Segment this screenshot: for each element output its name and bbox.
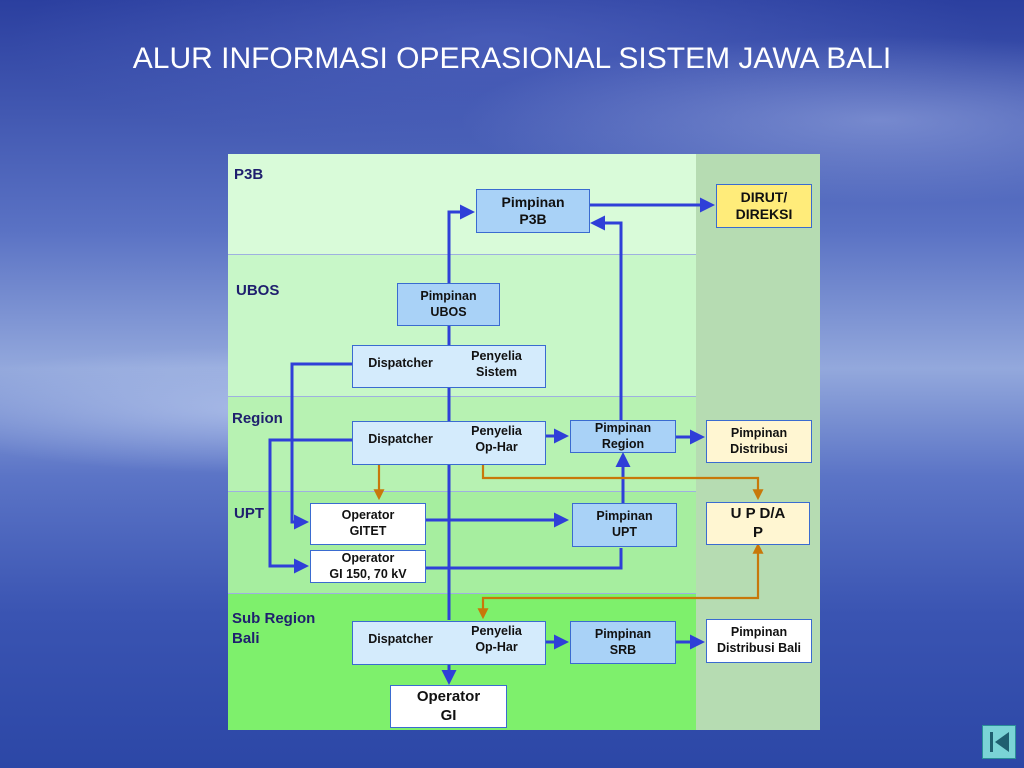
- band-divider: [228, 491, 696, 492]
- band-label-region: Region: [232, 410, 283, 427]
- penyelia-ophar-sub-label: Penyelia Op-Har: [471, 624, 522, 654]
- first-slide-button[interactable]: [982, 725, 1016, 759]
- operator-gitet-box: Operator GITET: [310, 503, 426, 545]
- dispatcher-region-box: Dispatcher Penyelia Op-Har: [352, 421, 546, 465]
- upd-box: U P D/A P: [706, 502, 810, 545]
- dispatcher-sub-label: Dispatcher: [368, 632, 433, 647]
- pimpinan-p3b-box: Pimpinan P3B: [476, 189, 590, 233]
- band-label-p3b: P3B: [234, 166, 264, 183]
- dispatcher-sub-region-box: Dispatcher Penyelia Op-Har: [352, 621, 546, 665]
- pimpinan-ubos-box: Pimpinan UBOS: [397, 283, 500, 326]
- dispatcher-ubos-label: Dispatcher: [368, 355, 433, 370]
- penyelia-sistem-label: Penyelia Sistem: [471, 348, 522, 379]
- dirut-box: DIRUT/ DIREKSI: [716, 184, 812, 228]
- operator-gi-box: Operator GI: [390, 685, 507, 728]
- orange-arrow-upd-to-sub: [477, 542, 764, 620]
- pimpinan-region-box: Pimpinan Region: [570, 420, 676, 453]
- pimpinan-distribusi-bali-box: Pimpinan Distribusi Bali: [706, 619, 812, 663]
- arrow-to-pimpinan-p3b: [447, 204, 475, 620]
- penyelia-ophar-region-label: Penyelia Op-Har: [471, 424, 522, 454]
- arrow-dispatcher-to-gi150: [268, 438, 352, 574]
- slide-title: ALUR INFORMASI OPERASIONAL SISTEM JAWA B…: [132, 42, 892, 75]
- orange-arrow-to-upd: [481, 465, 764, 501]
- arrow-gi150-to-upt: [426, 548, 623, 570]
- pimpinan-upt-box: Pimpinan UPT: [572, 503, 677, 547]
- band-label-sub-region: Sub Region Bali: [232, 610, 316, 648]
- band-divider: [228, 254, 696, 255]
- arrow-region-to-p3b: [590, 215, 623, 420]
- pimpinan-srb-box: Pimpinan SRB: [570, 621, 676, 664]
- dispatcher-ubos-box: Dispatcher Penyelia Sistem: [352, 345, 546, 388]
- band-label-upt: UPT: [234, 505, 264, 522]
- operator-gi150-box: Operator GI 150, 70 kV: [310, 550, 426, 583]
- arrow-dispatcher-to-gitet: [290, 362, 352, 530]
- band-divider: [228, 593, 696, 594]
- pimpinan-distribusi-box: Pimpinan Distribusi: [706, 420, 812, 463]
- first-slide-icon: [990, 732, 1009, 752]
- band-label-ubos: UBOS: [236, 282, 280, 299]
- band-divider: [228, 396, 696, 397]
- dispatcher-region-label: Dispatcher: [368, 432, 433, 447]
